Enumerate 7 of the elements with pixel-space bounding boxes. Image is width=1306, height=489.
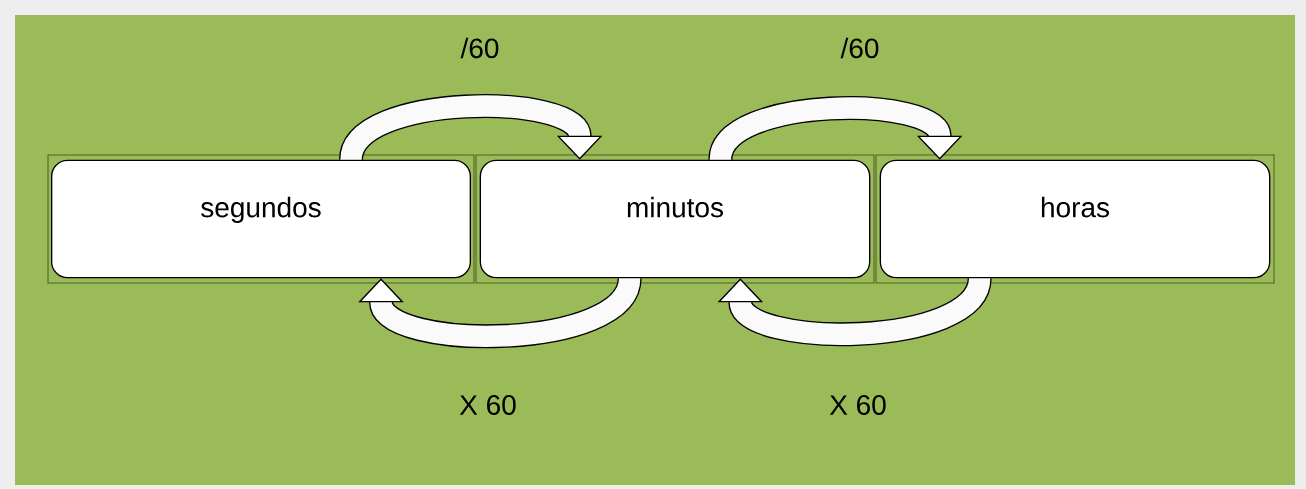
- process-box: horas: [879, 159, 1271, 279]
- edge-label: X 60: [829, 395, 886, 415]
- edge-label: X 60: [459, 395, 516, 415]
- edge-label: /60: [840, 37, 879, 59]
- process-box: segundos: [51, 159, 471, 279]
- process-box: minutos: [479, 159, 871, 279]
- edge-label: /60: [460, 37, 499, 59]
